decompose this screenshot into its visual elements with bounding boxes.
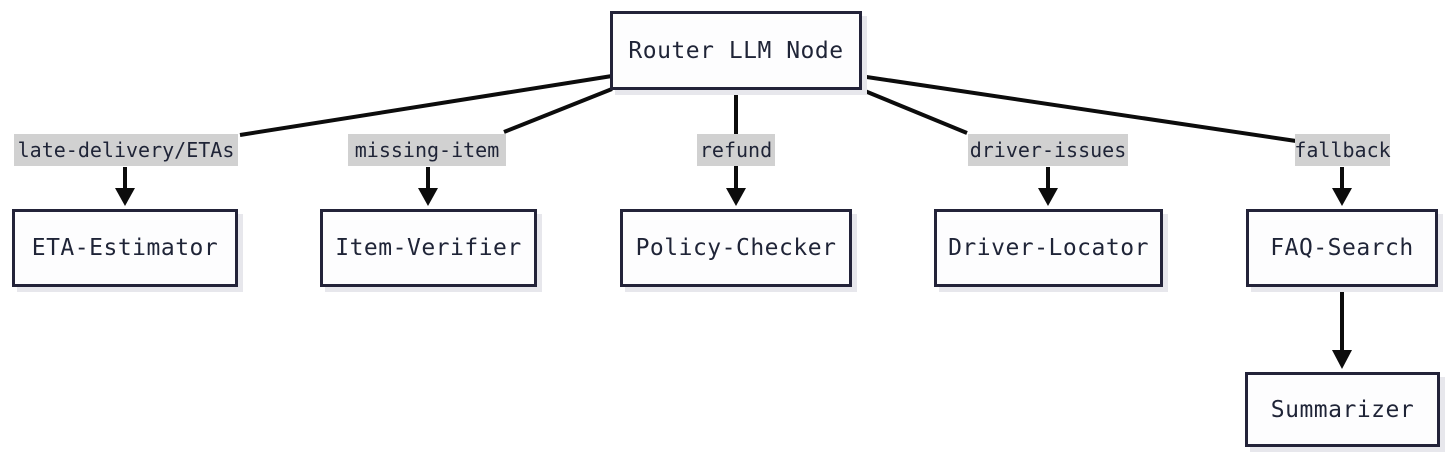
summarizer-node: Summarizer: [1245, 372, 1440, 447]
arrowhead-faq-search: [1332, 188, 1352, 206]
eta-estimator-node: ETA-Estimator: [12, 209, 238, 287]
edge-label-late-delivery-etas: late-delivery/ETAs: [14, 134, 238, 166]
arrowhead-summarizer: [1332, 350, 1352, 369]
arrowhead-driver-locator: [1038, 188, 1058, 206]
driver-locator-node: Driver-Locator: [934, 209, 1163, 287]
faq-search-node: FAQ-Search: [1246, 209, 1438, 287]
edge-label-fallback: fallback: [1294, 134, 1391, 166]
edge-router-to-fallback: [859, 74, 1297, 143]
arrowhead-policy-checker: [726, 188, 746, 206]
edge-router-to-missing-item: [503, 87, 613, 134]
edge-router-to-late-delivery: [239, 74, 613, 137]
arrowhead-eta-estimator: [115, 188, 135, 206]
policy-checker-node: Policy-Checker: [620, 209, 852, 287]
edge-label-missing-item: missing-item: [348, 134, 506, 166]
arrowhead-item-verifier: [418, 188, 438, 206]
item-verifier-node: Item-Verifier: [320, 209, 537, 287]
edge-router-to-driver-issues: [859, 87, 968, 135]
router-llm-node: Router LLM Node: [610, 11, 862, 90]
edge-label-driver-issues: driver-issues: [968, 134, 1128, 166]
edge-label-refund: refund: [697, 134, 775, 166]
